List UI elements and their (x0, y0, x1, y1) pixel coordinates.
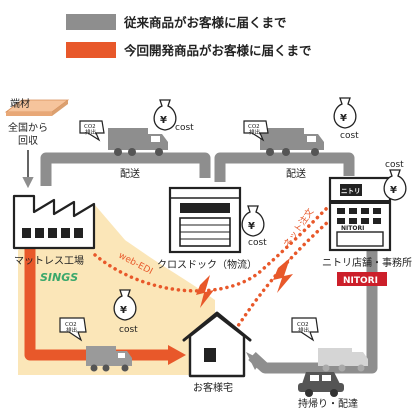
svg-text:¥: ¥ (248, 221, 255, 232)
truck-icon-3 (86, 346, 132, 372)
money-bag-icon: ¥ cost (153, 99, 194, 133)
money-bag-icon-3: ¥ cost (241, 205, 267, 248)
legend-conventional-label: 従来商品がお客様に届くまで (123, 15, 287, 30)
route-factory-to-customer-arrow (168, 345, 186, 365)
house-icon (182, 311, 252, 378)
route-crossdock-to-store (214, 152, 355, 182)
delivery-label-2: 配送 (286, 167, 306, 180)
svg-text:cost: cost (340, 131, 359, 141)
svg-text:排出: 排出 (249, 128, 260, 136)
svg-text:CO2: CO2 (248, 124, 260, 130)
money-bag-icon-4: ¥ cost (383, 160, 407, 201)
money-bag-icon-2: ¥ cost (333, 97, 359, 141)
svg-text:cost: cost (175, 123, 194, 133)
svg-text:¥: ¥ (160, 115, 167, 126)
truck-icon-4 (318, 348, 368, 372)
svg-text:cost: cost (119, 325, 138, 335)
lightning-icon-2 (273, 258, 293, 293)
svg-text:¥: ¥ (390, 185, 397, 196)
svg-text:cost: cost (385, 160, 404, 170)
takeout-delivery-label: 持帰り・配達 (298, 397, 358, 410)
svg-text:排出: 排出 (85, 128, 96, 136)
co2-badge-3: CO2 排出 (59, 317, 87, 342)
factory-icon (12, 194, 96, 250)
co2-badge: CO2 排出 (79, 120, 105, 142)
truck-icon-2 (260, 128, 324, 156)
legend-swatch-conventional (66, 14, 116, 30)
svg-text:cost: cost (248, 238, 267, 248)
co2-badge-2: CO2 排出 (243, 120, 269, 142)
cross-dock-label: クロスドック（物流） (157, 258, 257, 271)
web-edi-line (93, 203, 332, 293)
scrap-material-label: 端材 (10, 97, 30, 110)
lightning-icon (196, 275, 214, 308)
legend-new-label: 今回開発商品がお客様に届くまで (123, 43, 312, 58)
store-sign-bottom: NITORI (341, 225, 364, 232)
co2-badge-4: CO2 排出 (291, 317, 319, 342)
svg-text:排出: 排出 (298, 326, 309, 334)
money-bag-icon-5: ¥ cost (113, 289, 138, 335)
route-factory-to-crossdock (40, 152, 211, 186)
store-label: ニトリ店舗・事務所 (322, 256, 412, 269)
collection-label-line2: 回収 (18, 135, 38, 147)
svg-text:排出: 排出 (66, 326, 77, 334)
online-order-line (230, 218, 332, 337)
legend-swatch-new (66, 42, 116, 58)
factory-brand-logo: SINGS (40, 271, 78, 284)
svg-text:CO2: CO2 (65, 322, 77, 328)
scrap-material-icon (4, 99, 70, 116)
car-icon (298, 372, 344, 397)
factory-label: マットレス工場 (14, 254, 84, 267)
customer-home-label: お客様宅 (193, 381, 233, 394)
delivery-label: 配送 (120, 167, 140, 180)
legend: 従来商品がお客様に届くまで 今回開発商品がお客様に届くまで (66, 14, 312, 58)
route-store-to-customer-arrow (246, 352, 262, 370)
truck-icon (108, 128, 168, 156)
svg-text:CO2: CO2 (84, 124, 96, 130)
store-brand-text: NITORI (343, 276, 378, 286)
store-sign-top: ニトリ (341, 187, 361, 195)
web-order-dotted-lines (93, 203, 332, 337)
svg-text:¥: ¥ (120, 305, 127, 316)
svg-text:¥: ¥ (340, 113, 347, 124)
store-brand-badge (337, 272, 387, 286)
warehouse-icon (168, 186, 242, 254)
collection-label-line1: 全国から (8, 121, 48, 134)
store-building-icon (328, 176, 392, 252)
online-order-label: ネット注文 (281, 206, 317, 250)
svg-text:CO2: CO2 (297, 322, 309, 328)
